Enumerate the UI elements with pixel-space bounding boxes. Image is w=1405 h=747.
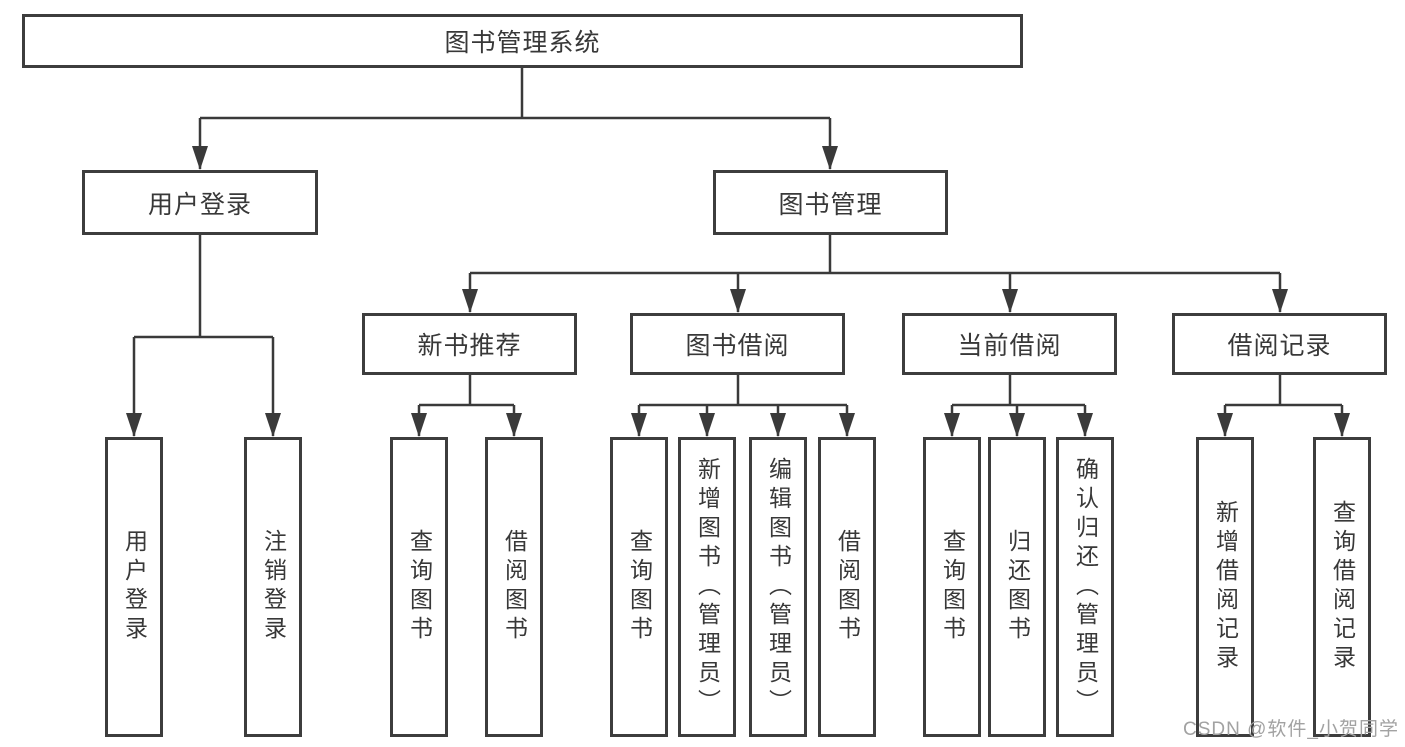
leaf-label: 确认归还（管理员） <box>1072 456 1099 718</box>
leaf-query-books-recommend: 查询图书 <box>390 437 448 737</box>
leaf-label: 归还图书 <box>1004 529 1031 645</box>
leaf-confirm-return-admin: 确认归还（管理员） <box>1056 437 1114 737</box>
leaf-label: 查询图书 <box>626 529 653 645</box>
node-current-borrowing: 当前借阅 <box>902 313 1117 375</box>
csdn-watermark: CSDN @软件_小贺同学 <box>1183 719 1399 740</box>
leaf-label: 用户登录 <box>121 529 148 645</box>
leaf-query-books-borrowing: 查询图书 <box>610 437 668 737</box>
leaf-label: 编辑图书（管理员） <box>765 456 792 718</box>
leaf-edit-books-admin: 编辑图书（管理员） <box>749 437 807 737</box>
node-new-book-recommend: 新书推荐 <box>362 313 577 375</box>
node-label: 用户登录 <box>147 190 252 219</box>
node-book-borrowing: 图书借阅 <box>630 313 845 375</box>
leaf-query-borrow-record: 查询借阅记录 <box>1313 437 1371 737</box>
node-label: 图书管理 <box>778 190 883 219</box>
leaf-user-login: 用户登录 <box>105 437 163 737</box>
leaf-label: 新增图书（管理员） <box>694 456 721 718</box>
leaf-query-books-current: 查询图书 <box>923 437 981 737</box>
node-library-management-system: 图书管理系统 <box>22 14 1023 68</box>
node-book-management: 图书管理 <box>713 170 948 235</box>
leaf-label: 查询图书 <box>406 529 433 645</box>
node-label: 借阅记录 <box>1227 332 1332 360</box>
node-label: 新书推荐 <box>417 332 522 360</box>
node-label: 图书管理系统 <box>444 29 601 57</box>
node-borrowing-records: 借阅记录 <box>1172 313 1387 375</box>
leaf-add-books-admin: 新增图书（管理员） <box>678 437 736 737</box>
leaf-label: 查询借阅记录 <box>1329 500 1356 674</box>
leaf-borrow-books-recommend: 借阅图书 <box>485 437 543 737</box>
leaf-logout: 注销登录 <box>244 437 302 737</box>
leaf-return-books: 归还图书 <box>988 437 1046 737</box>
node-label: 图书借阅 <box>685 332 790 360</box>
node-label: 当前借阅 <box>957 332 1062 360</box>
leaf-borrow-books: 借阅图书 <box>818 437 876 737</box>
leaf-add-borrow-record: 新增借阅记录 <box>1196 437 1254 737</box>
node-user-login: 用户登录 <box>82 170 318 235</box>
leaf-label: 借阅图书 <box>834 529 861 645</box>
leaf-label: 借阅图书 <box>501 529 528 645</box>
leaf-label: 查询图书 <box>939 529 966 645</box>
leaf-label: 新增借阅记录 <box>1212 500 1239 674</box>
leaf-label: 注销登录 <box>260 529 287 645</box>
